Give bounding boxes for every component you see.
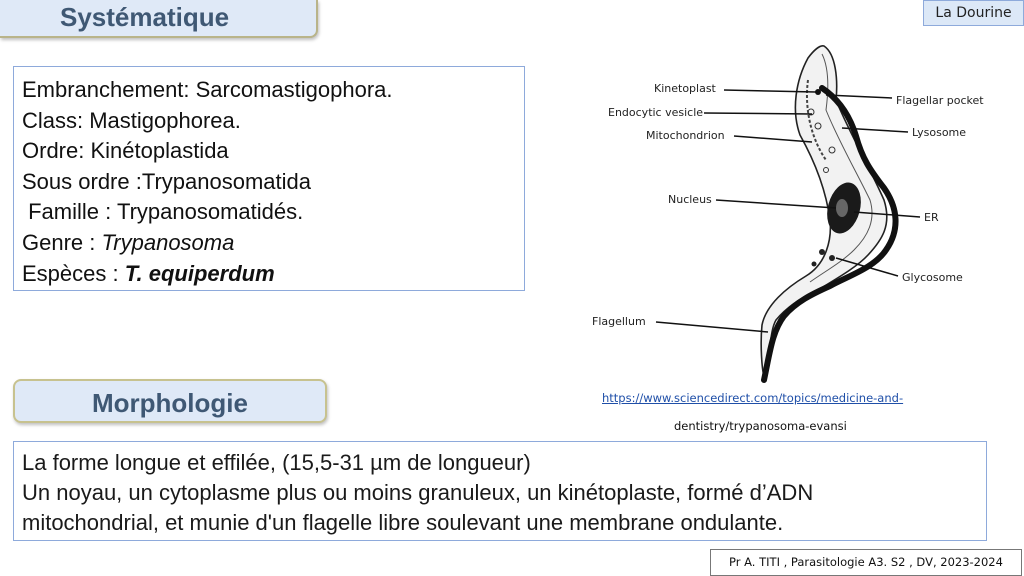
label-endocytic-vesicle: Endocytic vesicle — [608, 106, 703, 119]
vesicle — [823, 167, 829, 173]
leader-er — [853, 211, 921, 218]
mitochondrion-shape — [805, 79, 827, 161]
genus-line: Genre : Trypanosoma — [22, 228, 516, 259]
vesicle — [814, 122, 822, 130]
label-flagellum: Flagellum — [592, 315, 646, 328]
leader-endocytic — [703, 112, 813, 115]
leader-nucleus — [715, 199, 837, 209]
section-title: Systématique — [60, 2, 230, 32]
genus-label: Genre : — [22, 229, 102, 255]
label-flagellar-pocket: Flagellar pocket — [896, 94, 984, 107]
kinetoplast-dot — [815, 89, 821, 95]
label-mitochondrion: Mitochondrion — [646, 129, 725, 142]
glycosome-dot — [829, 255, 835, 261]
label-er: ER — [924, 211, 939, 224]
topic-tag: La Dourine — [923, 0, 1024, 26]
nucleolus-shape — [836, 199, 848, 217]
label-nucleus: Nucleus — [668, 193, 712, 206]
section-header-systematique: Systématique — [0, 0, 318, 38]
morphology-line-2: Un noyau, un cytoplasme plus ou moins gr… — [22, 480, 814, 505]
systematics-box: Embranchement: Sarcomastigophora. Class:… — [13, 66, 525, 291]
morphology-line-1: La forme longue et effilée, (15,5-31 µm … — [22, 450, 531, 475]
morphology-title: Morphologie — [92, 388, 248, 418]
trypanosome-diagram: Kinetoplast Endocytic vesicle Mitochondr… — [592, 45, 984, 383]
species-value: T. equiperdum — [124, 260, 275, 286]
leader-flagellar-pocket — [825, 94, 893, 99]
species-label: Espèces : — [22, 260, 125, 286]
inner-membrane — [809, 53, 873, 283]
morphology-description-box: La forme longue et effilée, (15,5-31 µm … — [13, 441, 987, 541]
leader-lysosome — [841, 127, 909, 133]
family-line: Famille : Trypanosomatidés. — [22, 199, 304, 225]
leader-flagellum — [655, 321, 769, 333]
label-lysosome: Lysosome — [912, 126, 966, 139]
label-glycosome: Glycosome — [902, 271, 963, 284]
embranchement-line: Embranchement: Sarcomastigophora. — [22, 77, 393, 102]
genus-value: Trypanosoma — [101, 229, 235, 255]
class-line: Class: Mastigophorea. — [22, 107, 241, 133]
leader-mitochondrion — [733, 135, 813, 143]
leader-kinetoplast — [723, 89, 817, 93]
order-line: Ordre: Kinétoplastida — [22, 138, 229, 164]
suborder-line: Sous ordre :Trypanosomatida — [22, 168, 311, 194]
flagellum-line — [761, 85, 899, 383]
section-header-morphologie: Morphologie — [13, 379, 327, 423]
footer-credit: Pr A. TITI , Parasitologie A3. S2 , DV, … — [710, 549, 1022, 576]
source-link-continuation: dentistry/trypanosoma-evansi — [674, 419, 847, 433]
label-kinetoplast: Kinetoplast — [654, 82, 717, 95]
leader-glycosome — [835, 257, 899, 277]
source-link[interactable]: https://www.sciencedirect.com/topics/med… — [602, 391, 904, 405]
species-line: Espèces : T. equiperdum — [22, 259, 516, 290]
morphology-line-3: mitochondrial, et munie d'un flagelle li… — [22, 510, 784, 535]
glycosome-dot — [819, 249, 825, 255]
glycosome-dot — [811, 261, 817, 267]
vesicle — [828, 146, 836, 154]
